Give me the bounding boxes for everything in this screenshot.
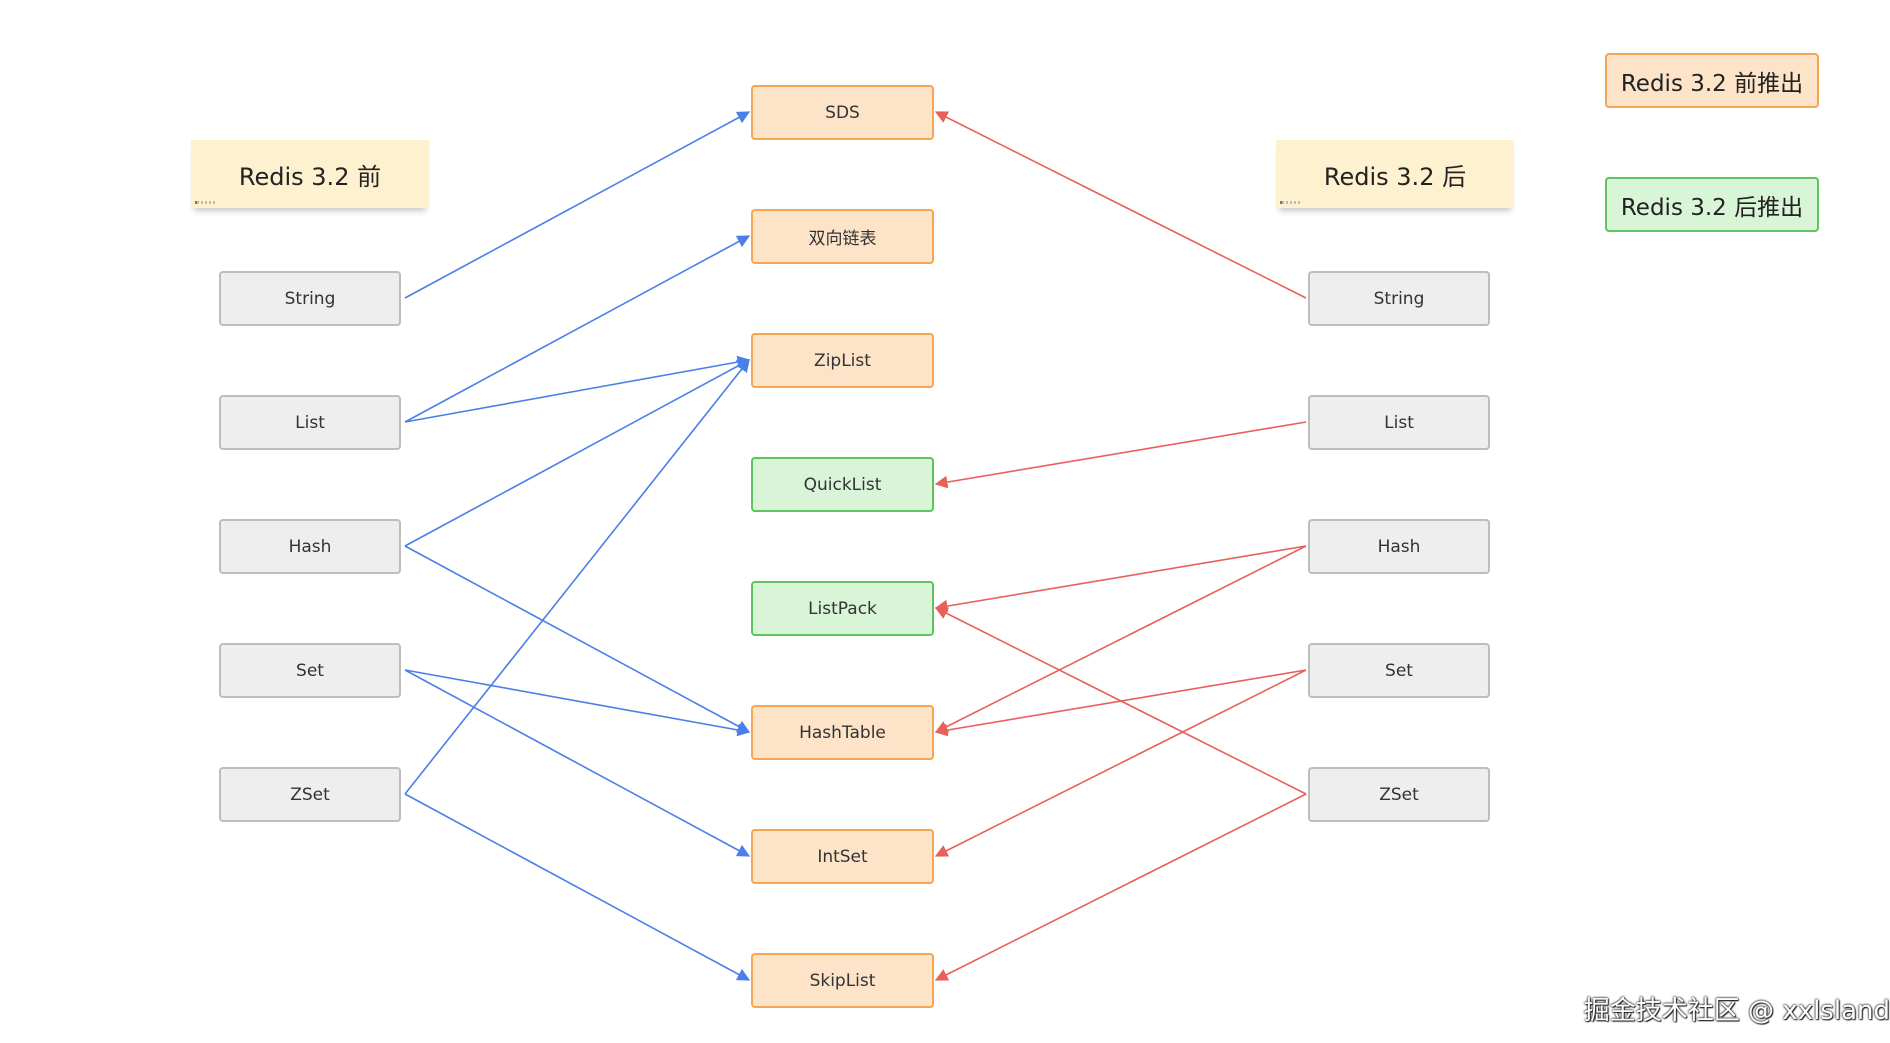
encoding-skiplist: SkipList [751, 953, 934, 1008]
legend-before: Redis 3.2 前推出 [1605, 53, 1819, 108]
encoding-ziplist: ZipList [751, 333, 934, 388]
encoding-label: ZipList [814, 350, 871, 371]
left-type-hash: Hash [219, 519, 401, 574]
encoding-quicklist: QuickList [751, 457, 934, 512]
left-type-set: Set [219, 643, 401, 698]
left-type-label: ZSet [290, 784, 330, 805]
encoding-doubly-linked-list: 双向链表 [751, 209, 934, 264]
edge-after-list-to-encoding [934, 421, 1307, 489]
edge-before-set-to-encoding [404, 669, 751, 737]
right-type-label: Hash [1377, 536, 1421, 557]
encoding-label: SkipList [809, 970, 876, 991]
right-type-label: String [1373, 288, 1425, 309]
left-type-list: List [219, 395, 401, 450]
encoding-label: ListPack [808, 598, 877, 619]
header-after-label: Redis 3.2 后 [1323, 162, 1467, 191]
sticky-corner-icon [1280, 201, 1300, 204]
encoding-label: SDS [825, 102, 860, 123]
edge-before-hash-to-encoding [404, 359, 751, 547]
edge-after-string-to-encoding [934, 111, 1307, 299]
left-type-string: String [219, 271, 401, 326]
encoding-hashtable: HashTable [751, 705, 934, 760]
edge-before-zset-to-encoding [404, 358, 750, 795]
right-type-list: List [1308, 395, 1490, 450]
right-type-set: Set [1308, 643, 1490, 698]
edge-before-hash-to-encoding [404, 545, 751, 733]
header-after: Redis 3.2 后 [1276, 140, 1514, 208]
edge-after-zset-to-encoding [934, 793, 1307, 981]
legend-after: Redis 3.2 后推出 [1605, 177, 1819, 232]
legend-before-label: Redis 3.2 前推出 [1620, 70, 1804, 97]
edge-before-zset-to-encoding [404, 793, 751, 981]
edge-before-list-to-encoding [404, 235, 751, 423]
header-before-label: Redis 3.2 前 [238, 162, 382, 191]
encoding-sds: SDS [751, 85, 934, 140]
edge-after-hash-to-encoding [934, 545, 1307, 613]
edge-after-hash-to-encoding [934, 545, 1307, 733]
encoding-label: 双向链表 [808, 229, 877, 249]
encoding-label: QuickList [803, 474, 882, 495]
watermark: 掘金技术社区 @ xxlsland [1583, 996, 1890, 1026]
right-type-string: String [1308, 271, 1490, 326]
edge-after-zset-to-encoding [934, 607, 1307, 795]
encoding-label: IntSet [817, 846, 868, 867]
left-type-label: String [284, 288, 336, 309]
right-type-label: ZSet [1379, 784, 1419, 805]
encoding-listpack: ListPack [751, 581, 934, 636]
left-type-label: Hash [288, 536, 332, 557]
right-type-label: Set [1385, 660, 1413, 681]
encoding-intset: IntSet [751, 829, 934, 884]
left-type-label: List [295, 412, 325, 433]
sticky-corner-icon [195, 201, 215, 204]
left-type-label: Set [296, 660, 324, 681]
edge-before-set-to-encoding [404, 669, 751, 857]
legend-after-label: Redis 3.2 后推出 [1620, 194, 1804, 221]
edge-after-set-to-encoding [934, 669, 1307, 857]
left-type-zset: ZSet [219, 767, 401, 822]
right-type-hash: Hash [1308, 519, 1490, 574]
edge-before-list-to-encoding [404, 355, 751, 423]
encoding-label: HashTable [799, 722, 886, 743]
right-type-zset: ZSet [1308, 767, 1490, 822]
edge-before-string-to-encoding [404, 111, 751, 299]
right-type-label: List [1384, 412, 1414, 433]
header-before: Redis 3.2 前 [191, 140, 429, 208]
